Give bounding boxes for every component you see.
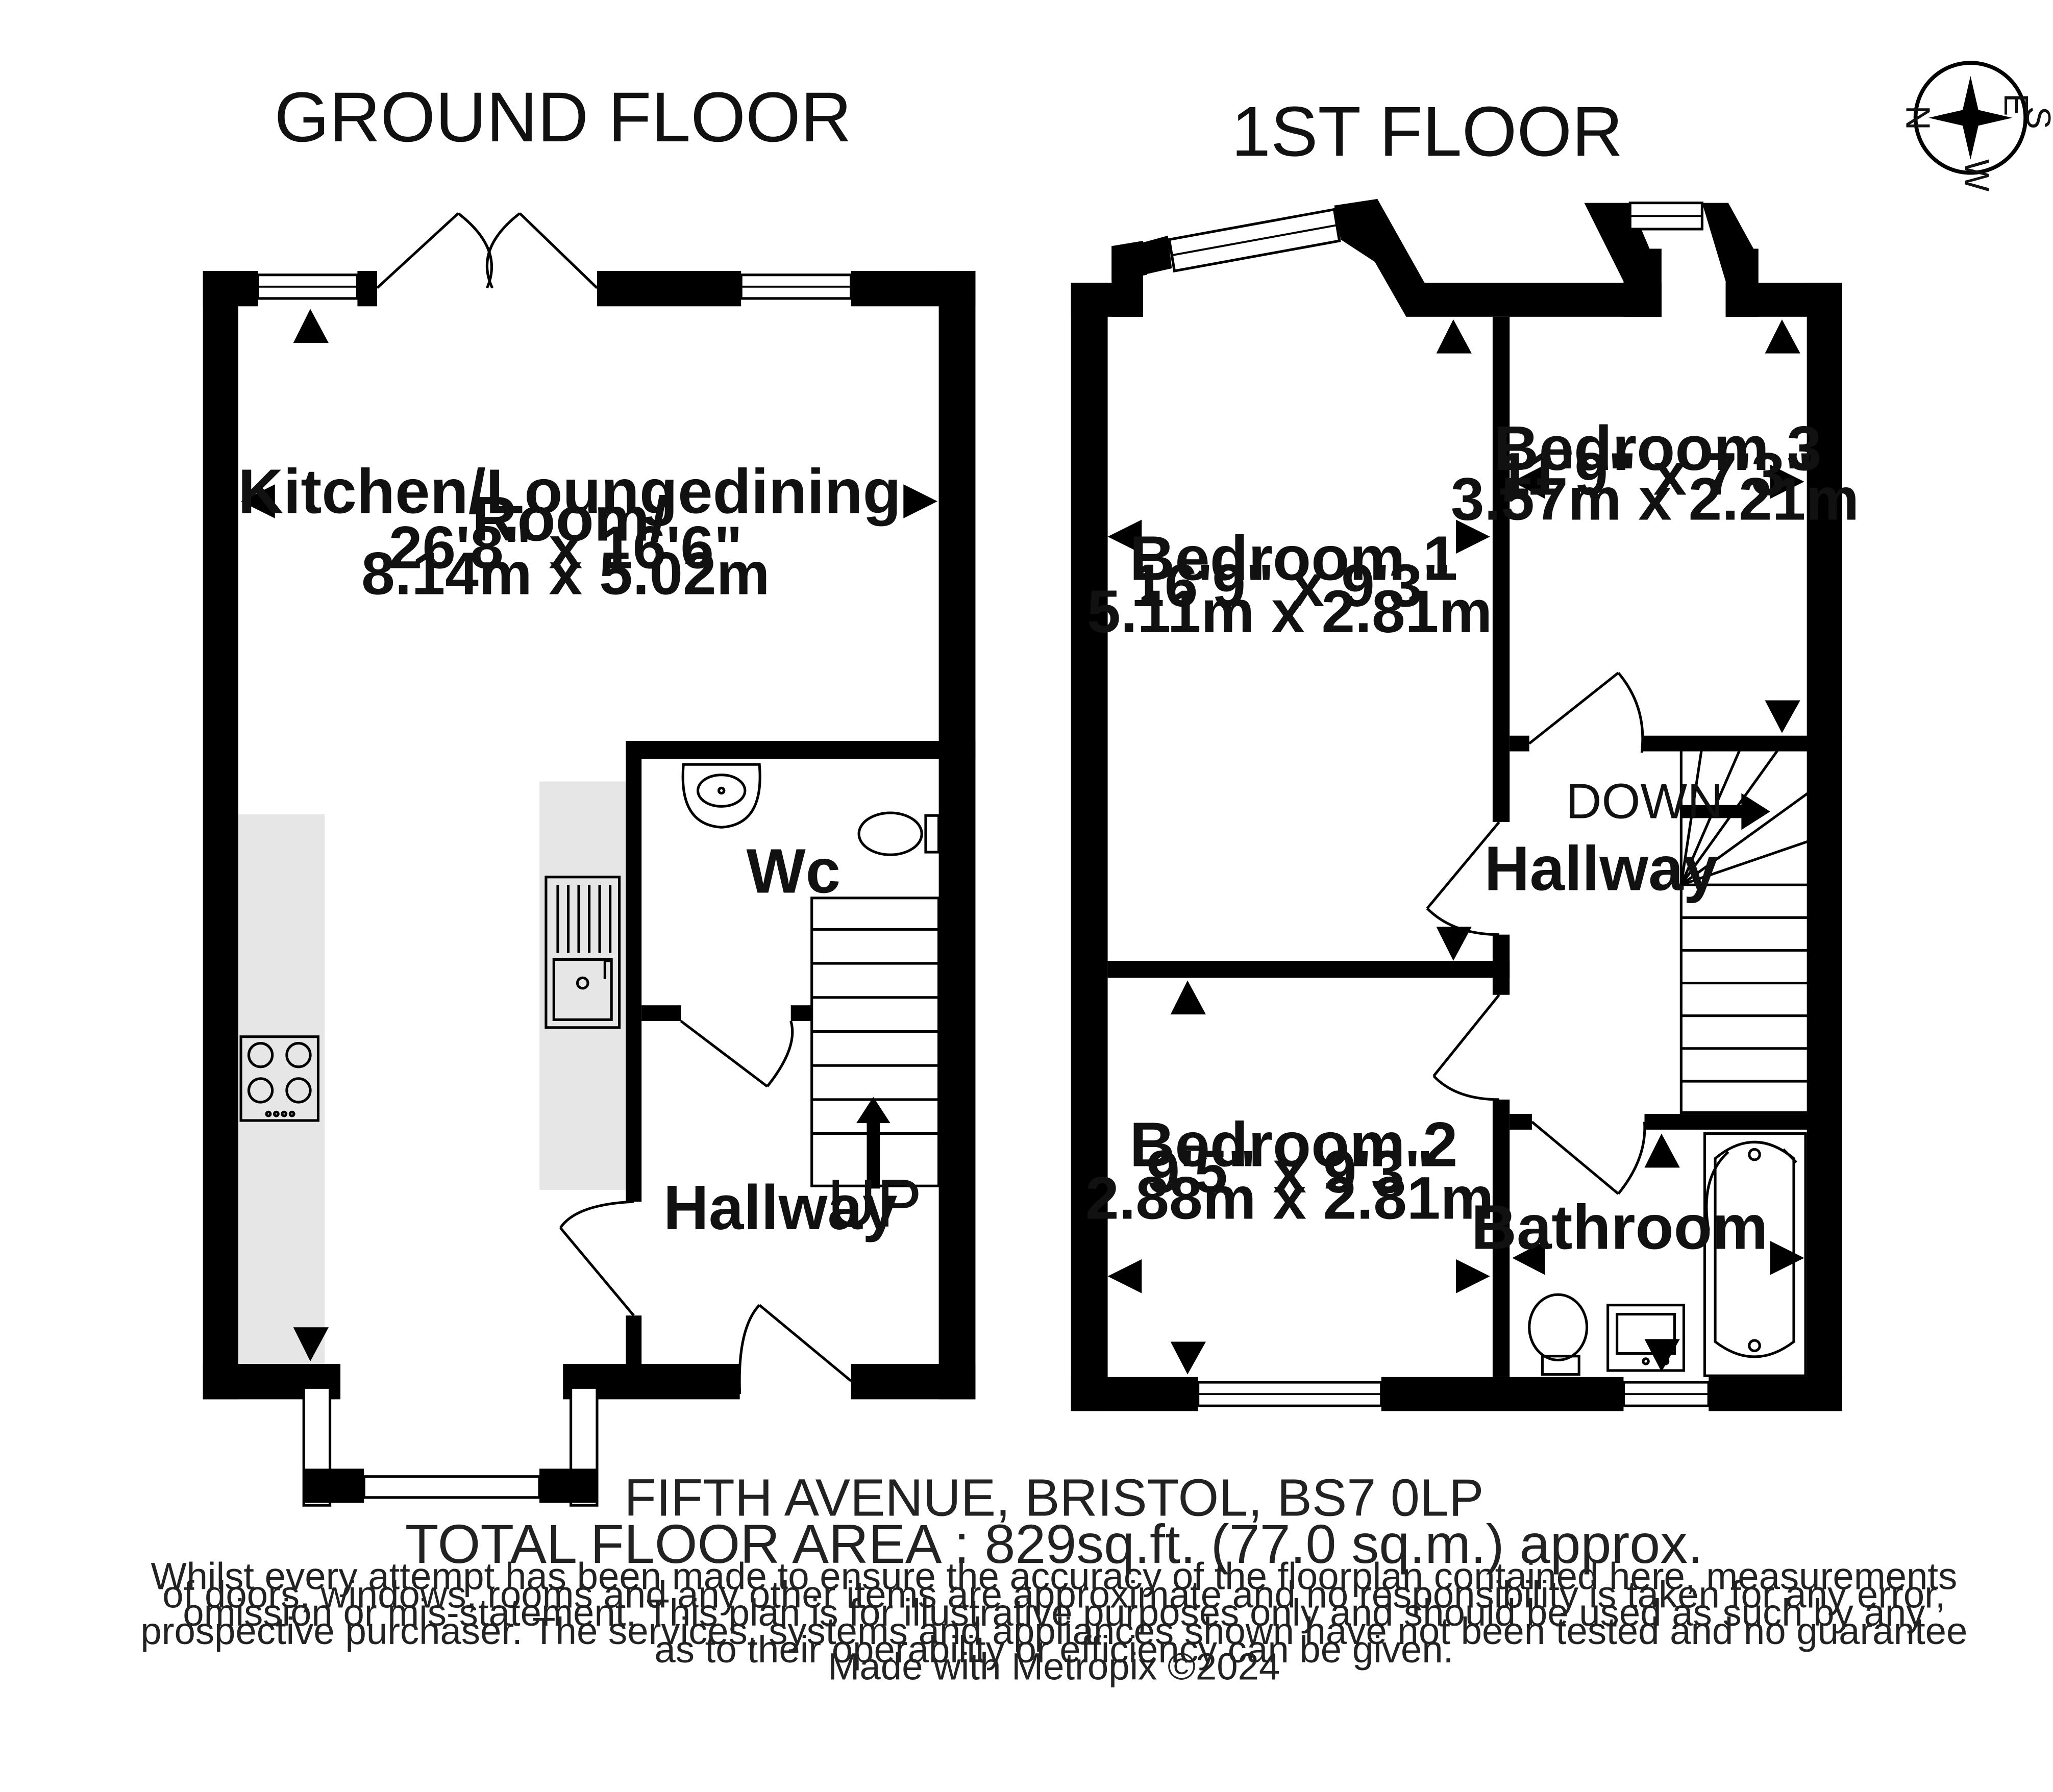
bedroom1-imperial: 16'9" x 9'3" <box>1131 552 1451 619</box>
first-floor-plan: Bedroom 1 16'9" x 9'3" 5.11m x 2.81m Bed… <box>1071 198 1859 1411</box>
bedroom2-name: Bedroom 2 <box>1129 1110 1457 1180</box>
wall <box>790 1005 812 1021</box>
compass-e-label: E <box>1997 93 2035 116</box>
wall <box>1406 283 1662 317</box>
wall <box>304 1469 364 1503</box>
bedroom2-metric: 2.88m x 2.81m <box>1085 1164 1494 1232</box>
dimension-arrows <box>241 309 938 1361</box>
bedroom3-metric: 3.57m x 2.21m <box>1451 465 1859 533</box>
compass-w-label: W <box>1958 159 1995 191</box>
wall <box>1492 1099 1510 1377</box>
bathroom-door <box>1531 1121 1646 1195</box>
wall <box>1642 735 1842 752</box>
kitchen-metric: 8.14m x 5.02m <box>361 540 770 608</box>
wall <box>1492 934 1510 995</box>
compass-s-label: S <box>2019 107 2053 129</box>
wall <box>1510 735 1529 752</box>
bath-icon <box>1703 1132 1807 1377</box>
toilet-icon <box>857 811 941 856</box>
bedroom3-name: Bedroom 3 <box>1494 414 1822 484</box>
basin-icon <box>1606 1304 1686 1372</box>
kitchen-name-line2: Room/ <box>472 485 667 555</box>
wall <box>938 271 976 1400</box>
stairs-arrow-icon <box>1681 793 1770 830</box>
kitchen-counter-left <box>238 814 325 1364</box>
hob-icon <box>239 1035 320 1122</box>
wall <box>1807 283 1842 1411</box>
wall <box>1492 316 1510 823</box>
wall <box>357 271 377 307</box>
window <box>362 1475 541 1499</box>
wall <box>1071 1377 1198 1411</box>
bedroom3-door <box>1528 671 1644 753</box>
stairs-arrow-icon <box>856 1097 891 1189</box>
address: FIFTH AVENUE, BRISTOL, BS7 0LP <box>624 1469 1483 1527</box>
wall <box>539 1469 597 1503</box>
wc-door <box>680 1019 794 1088</box>
bedroom2-door <box>1432 994 1500 1101</box>
disclaimer-line: prospective purchaser. The services, sys… <box>140 1610 1967 1652</box>
disclaimer-line: of doors, windows, rooms and any other i… <box>162 1573 1945 1615</box>
wall <box>851 1364 976 1400</box>
compass-icon: E N S W <box>1899 61 2053 191</box>
wc-name: Wc <box>746 837 840 907</box>
wall <box>1107 960 1510 978</box>
bathroom-name: Bathroom <box>1471 1192 1768 1262</box>
front-door <box>738 1304 852 1395</box>
stairs-up-label: UP <box>827 1165 922 1241</box>
stairs-down-label: DOWN <box>1566 773 1723 829</box>
wall <box>203 271 238 1400</box>
bedroom1-name: Bedroom 1 <box>1129 524 1457 593</box>
wall <box>626 741 642 1202</box>
wall <box>626 741 976 759</box>
wall <box>626 1315 642 1381</box>
disclaimer-line: Whilst every attempt has been made to en… <box>151 1555 1957 1597</box>
first-floor-title: 1ST FLOOR <box>1231 92 1623 171</box>
total-floor-area: TOTAL FLOOR AREA : 829sq.ft. (77.0 sq.m.… <box>405 1513 1703 1575</box>
hallway-door <box>559 1200 635 1316</box>
french-doors <box>376 212 598 289</box>
basin-icon <box>681 763 761 829</box>
first-hallway-name: Hallway <box>1485 834 1719 904</box>
kitchen-counter-island <box>539 781 626 1190</box>
sink-icon <box>545 876 621 1029</box>
ground-floor-plan: Kitchen/Loungedining Room/ 26'8" x 16'6"… <box>203 212 976 1507</box>
ground-floor-title: GROUND FLOOR <box>275 78 852 157</box>
kitchen-name-line1: Kitchen/Loungedining <box>238 457 901 527</box>
stairs-up <box>810 897 941 1187</box>
compass-n-label: N <box>1899 106 1937 130</box>
toilet-icon <box>1528 1293 1589 1376</box>
wall <box>1071 283 1108 1411</box>
wall <box>1644 1114 1842 1130</box>
bedroom1-metric: 5.11m x 2.81m <box>1087 578 1492 645</box>
wall <box>1381 1377 1624 1411</box>
footer: FIFTH AVENUE, BRISTOL, BS7 0LP TOTAL FLO… <box>140 1469 1967 1688</box>
wall <box>597 271 741 307</box>
wall <box>203 271 258 307</box>
wall <box>1709 1377 1842 1411</box>
wall <box>1510 1114 1532 1130</box>
dimension-arrows <box>1107 319 1804 1375</box>
credit: Made with Metropix ©2024 <box>828 1645 1280 1687</box>
disclaimer-line: omission or mis-statement. This plan is … <box>183 1591 1925 1634</box>
disclaimer-line: as to their operability or efficiency ca… <box>654 1628 1453 1671</box>
bedroom3-imperial: 11'9" x 7'3" <box>1497 441 1814 508</box>
ground-hallway-name: Hallway <box>663 1173 898 1243</box>
wall <box>641 1005 681 1021</box>
bedroom2-imperial: 9'5" x 9'3" <box>1146 1138 1433 1206</box>
wall <box>1130 235 1172 275</box>
kitchen-imperial: 26'8" x 16'6" <box>389 514 743 581</box>
wall <box>1334 198 1425 317</box>
